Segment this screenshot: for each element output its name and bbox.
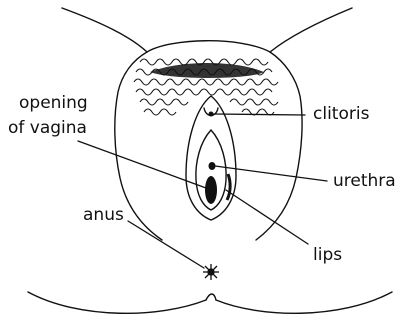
leader-anus bbox=[128, 221, 204, 268]
leader-urethra bbox=[215, 166, 327, 181]
label-urethra: urethra bbox=[333, 171, 396, 191]
clitoris-mark bbox=[209, 112, 214, 117]
inner-lip-shade bbox=[227, 174, 230, 200]
label-anus: anus bbox=[83, 205, 124, 225]
cleft-line bbox=[206, 294, 216, 300]
mons-outline bbox=[147, 41, 270, 52]
label-clitoris: clitoris bbox=[313, 104, 369, 124]
label-opening-of-vagina-line1: opening bbox=[19, 93, 88, 113]
label-lips: lips bbox=[313, 245, 342, 265]
anus-mark bbox=[203, 264, 219, 280]
left-buttock-curve bbox=[28, 292, 206, 313]
label-opening-of-vagina-line2: of vagina bbox=[8, 118, 87, 138]
vaginal-opening-mark bbox=[205, 176, 217, 204]
leader-lips bbox=[226, 190, 308, 244]
right-thigh-outline bbox=[256, 8, 352, 240]
right-buttock-curve bbox=[216, 292, 392, 313]
leader-clitoris bbox=[214, 114, 305, 115]
